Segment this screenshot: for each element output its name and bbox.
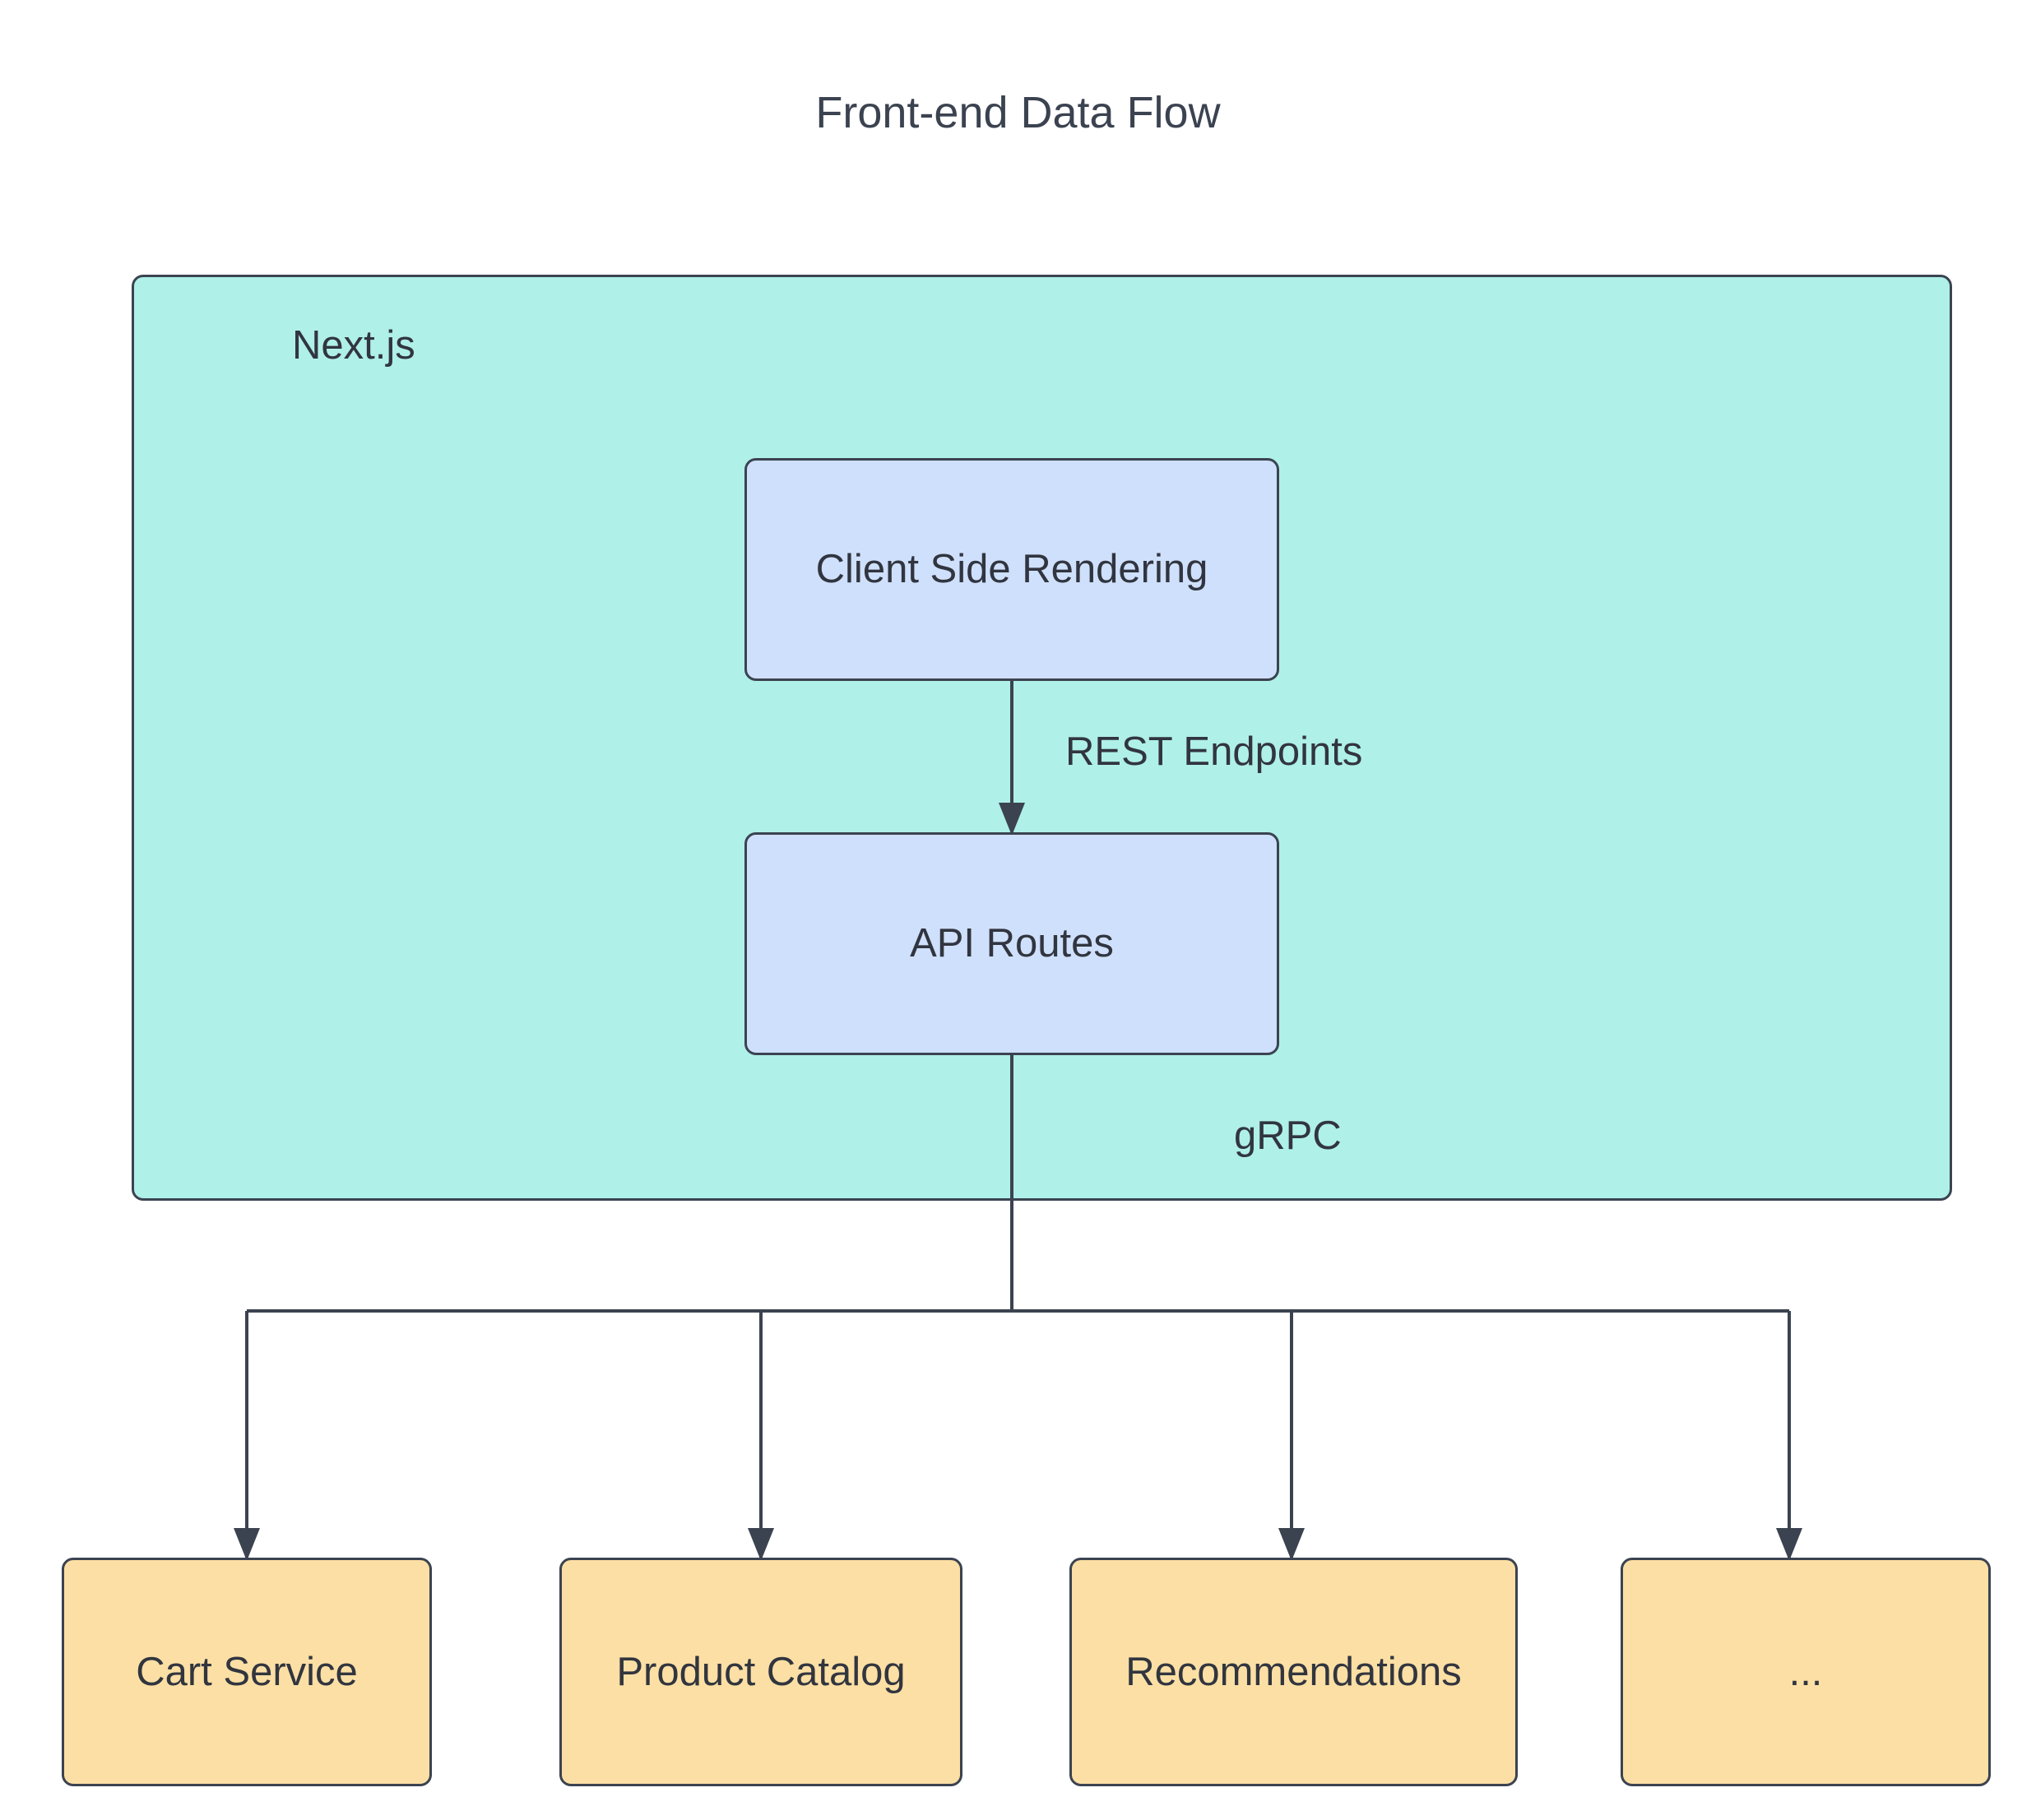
edge-label-grpc: gRPC — [1234, 1114, 1342, 1158]
node-label-client-side-rendering: Client Side Rendering — [815, 547, 1208, 591]
node-label-product-catalog: Product Catalog — [616, 1649, 906, 1694]
cluster-label-nextjs: Next.js — [292, 323, 415, 368]
node-more-services[interactable]: ... — [1621, 1558, 1991, 1786]
node-recommendations[interactable]: Recommendations — [1069, 1558, 1518, 1786]
node-label-cart-service: Cart Service — [136, 1649, 358, 1694]
node-api-routes[interactable]: API Routes — [744, 832, 1279, 1055]
node-cart-service[interactable]: Cart Service — [62, 1558, 432, 1786]
node-label-api-routes: API Routes — [910, 921, 1114, 966]
page-title: Front-end Data Flow — [815, 88, 1221, 137]
node-product-catalog[interactable]: Product Catalog — [559, 1558, 962, 1786]
node-client-side-rendering[interactable]: Client Side Rendering — [744, 458, 1279, 681]
cluster-nextjs — [132, 275, 1952, 1201]
edge-label-rest-endpoints: REST Endpoints — [1065, 729, 1363, 774]
node-label-recommendations: Recommendations — [1125, 1649, 1462, 1694]
node-label-more-services: ... — [1788, 1649, 1823, 1694]
